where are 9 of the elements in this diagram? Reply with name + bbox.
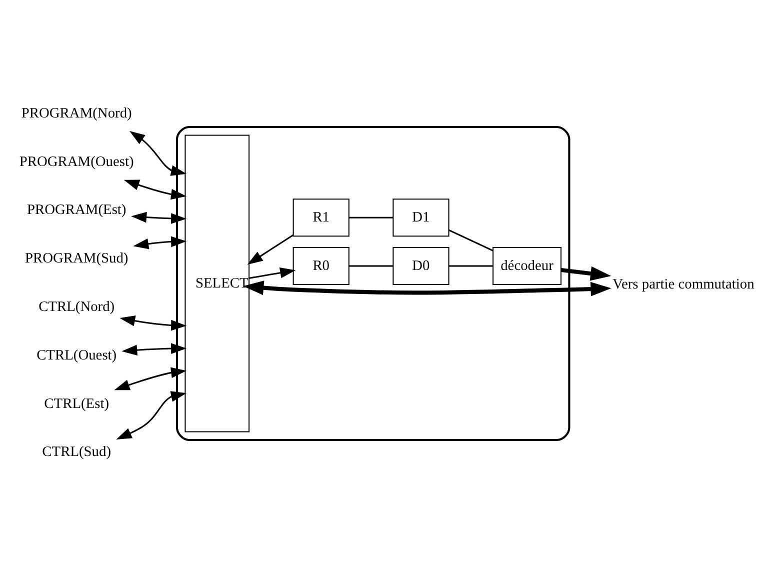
node-text: CTRL(Sud) [42,444,112,460]
node-text: CTRL(Ouest) [36,346,117,363]
node-text: PROGRAM(Ouest) [19,153,134,170]
node-text: PROGRAM(Nord) [21,104,132,121]
node-text: PROGRAM(Sud) [24,250,128,266]
node-text: CTRL(Nord) [38,298,115,314]
node-text: Vers partie commutation [612,276,754,292]
node-text: PROGRAM(Est) [26,202,126,218]
node-text: CTRL(Est) [44,395,110,412]
